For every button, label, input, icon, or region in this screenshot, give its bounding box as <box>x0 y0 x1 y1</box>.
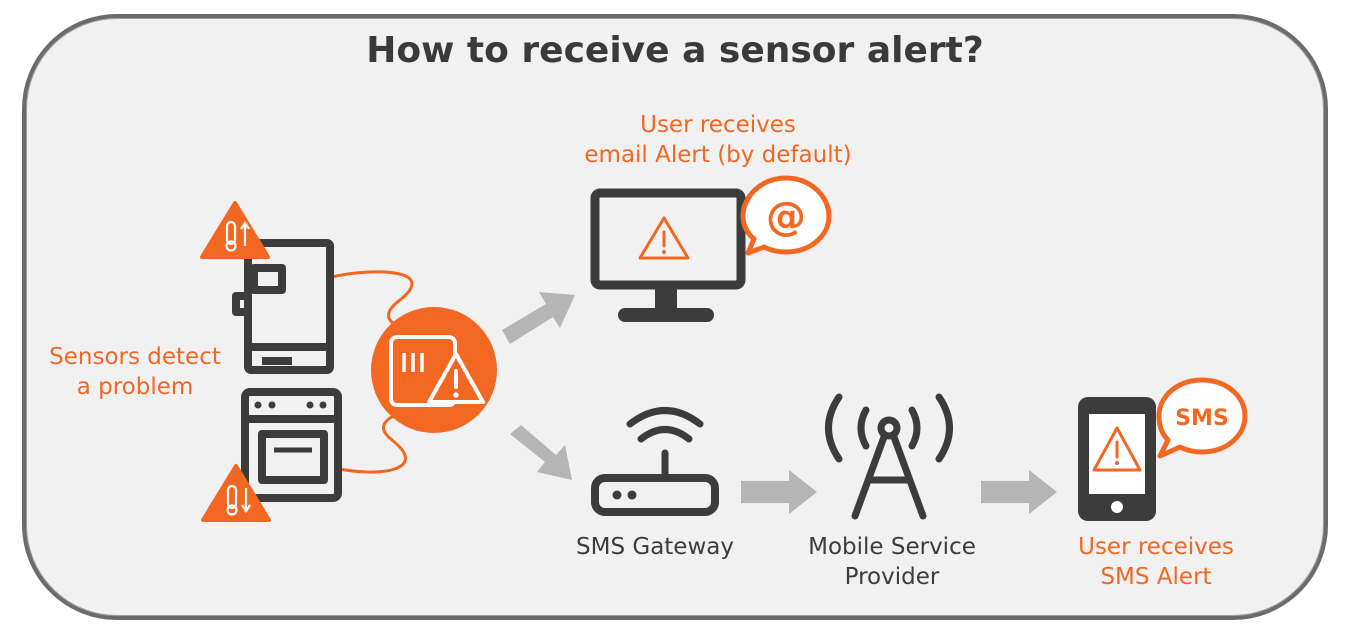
cell-tower-icon <box>825 393 953 520</box>
refrigerator-icon <box>232 239 334 374</box>
arrow-to-phone <box>981 470 1057 514</box>
temperature-low-warning-icon <box>201 464 271 522</box>
temperature-high-warning-icon <box>200 201 270 259</box>
oven-knobs <box>254 401 327 409</box>
provider-label: Mobile Service Provider <box>787 532 997 592</box>
sms-label: User receives SMS Alert <box>1056 532 1256 592</box>
arrow-to-provider <box>741 470 817 514</box>
oven-icon <box>241 388 342 502</box>
sms-label-line2: SMS Alert <box>1100 564 1212 590</box>
sensors-label-line2: a problem <box>76 374 194 400</box>
email-label-line1: User receives <box>640 112 796 138</box>
sensor-hub-icon <box>371 307 497 433</box>
arrow-to-gateway <box>510 425 572 480</box>
email-label: User receives email Alert (by default) <box>568 110 868 170</box>
page-title: How to receive a sensor alert? <box>366 30 984 71</box>
sensors-label-line1: Sensors detect <box>49 344 221 370</box>
gateway-label: SMS Gateway <box>576 534 734 560</box>
router-icon <box>591 407 719 516</box>
sensors-label: Sensors detect a problem <box>30 342 240 402</box>
phone-icon <box>1078 397 1156 521</box>
sms-bubble-text: SMS <box>1175 406 1229 431</box>
flow-arrows <box>502 292 1057 514</box>
email-bubble-icon <box>740 175 832 256</box>
provider-label-line2: Provider <box>844 564 940 590</box>
monitor-icon <box>590 188 746 322</box>
provider-label-line1: Mobile Service <box>808 534 976 560</box>
sms-label-line1: User receives <box>1078 534 1234 560</box>
email-label-line2: email Alert (by default) <box>584 142 852 168</box>
email-bubble-symbol: @ <box>766 194 806 240</box>
sms-bubble-icon <box>1156 377 1248 459</box>
arrow-to-email <box>502 292 575 344</box>
